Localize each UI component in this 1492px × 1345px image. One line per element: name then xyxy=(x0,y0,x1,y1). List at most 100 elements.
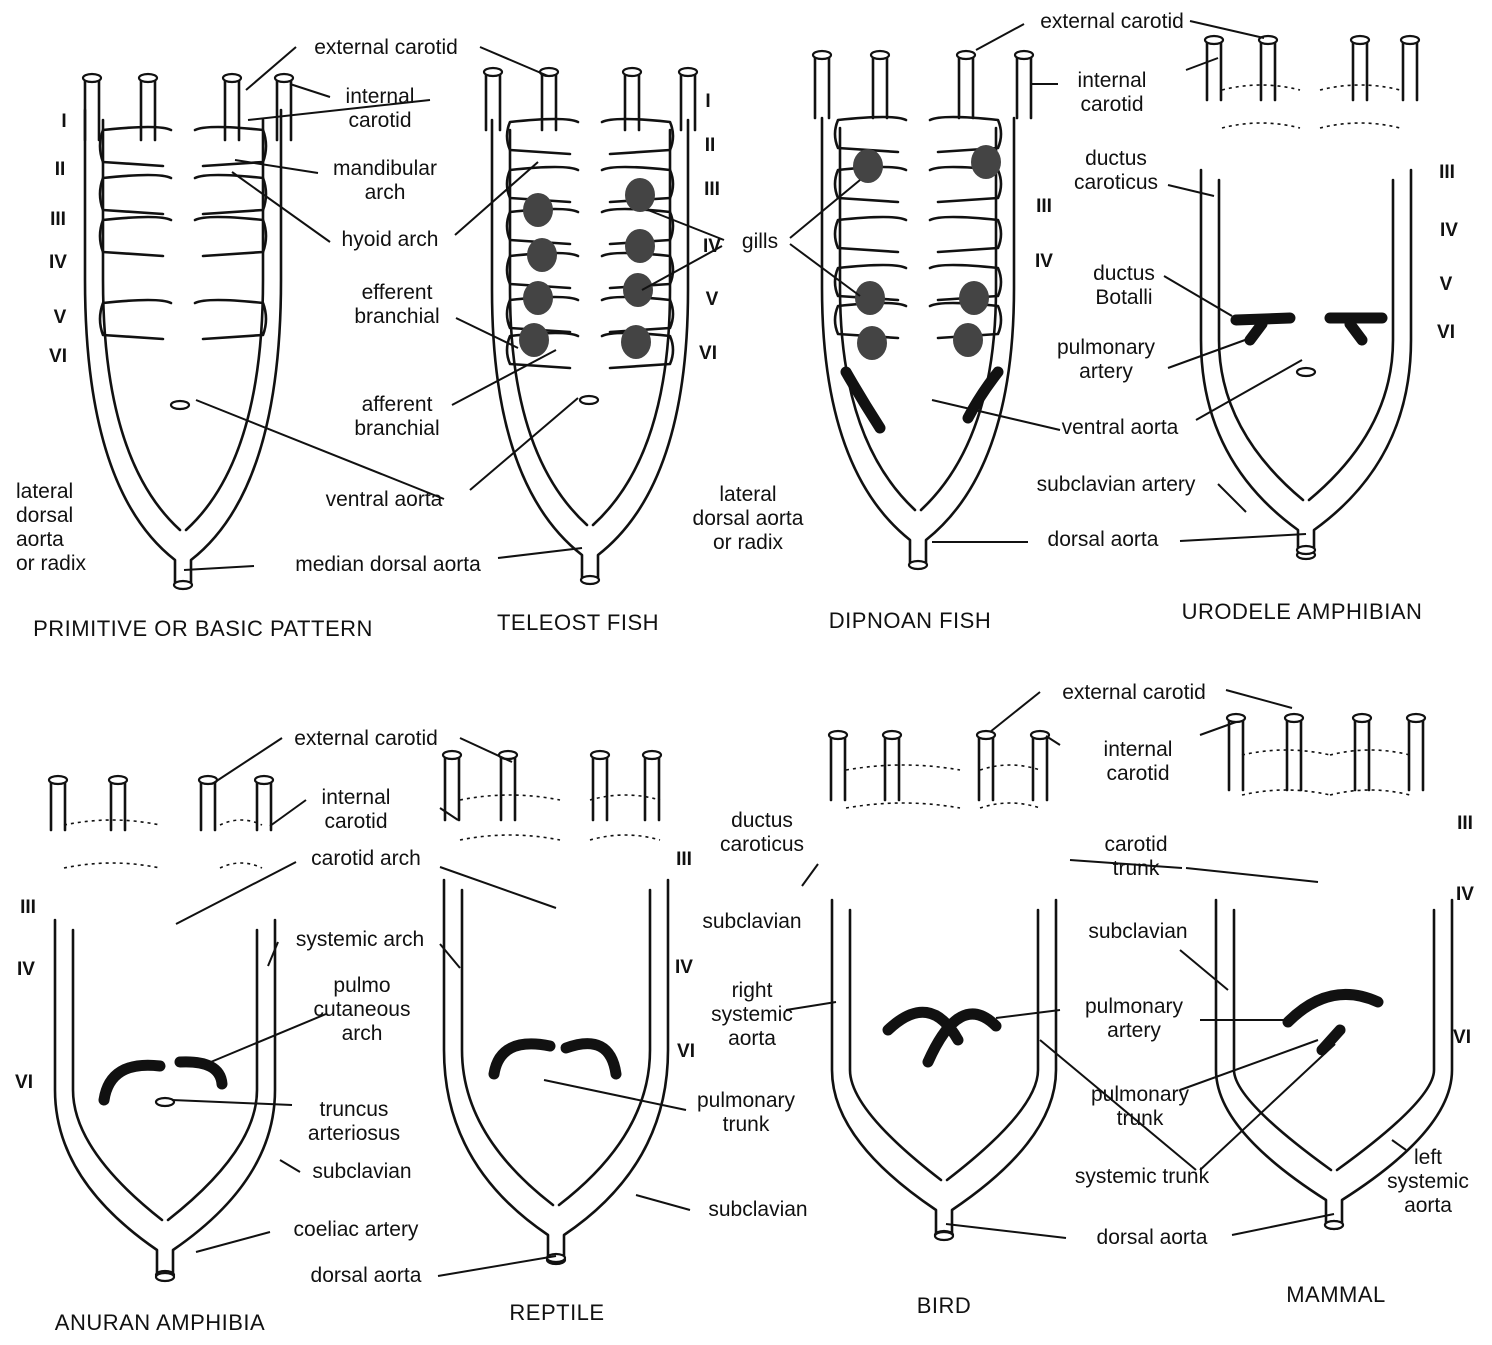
label-afferent-branchial: afferent branchial xyxy=(354,393,439,441)
vessel-cut-end xyxy=(109,776,127,784)
vessel-cut-end xyxy=(679,68,697,76)
label-carotid-trunk: carotid trunk xyxy=(1104,833,1167,881)
arch-numeral: III xyxy=(50,209,66,231)
label-subclavian-artery: subclavian artery xyxy=(1037,473,1196,497)
label-internal-carotid: internal carotid xyxy=(322,786,391,834)
vessel-outline xyxy=(1219,180,1303,500)
vessel-cut-end xyxy=(580,396,598,404)
label-systemic-arch: systemic arch xyxy=(296,928,424,952)
vessel-cut-end xyxy=(813,51,831,59)
vessel-cut-end xyxy=(1205,36,1223,44)
vessel-outline xyxy=(850,910,941,1180)
arch-numeral: IV xyxy=(17,959,35,981)
label-external-carotid: external carotid xyxy=(1040,10,1184,34)
label-subclavian: subclavian xyxy=(702,910,801,934)
vessel-cut-end xyxy=(174,581,192,589)
gill-filament xyxy=(519,323,549,357)
vessel-outline xyxy=(100,127,171,166)
vessel-outline xyxy=(832,900,936,1235)
label-pulmo-cutaneous-arch: pulmo cutaneous arch xyxy=(314,974,411,1046)
gill-filament xyxy=(959,281,989,315)
arch-numeral: II xyxy=(705,135,716,157)
dotted-vessel xyxy=(590,795,660,800)
caption-primitive: PRIMITIVE OR BASIC PATTERN xyxy=(33,616,373,642)
dotted-vessel xyxy=(460,835,560,840)
leader-line xyxy=(1168,185,1214,196)
caption-mammal: MAMMAL xyxy=(1286,1282,1386,1308)
leader-line xyxy=(268,942,278,966)
pulmo-cutaneous-arch xyxy=(104,1065,160,1100)
dotted-vessel xyxy=(64,863,160,868)
vessel-cut-end xyxy=(1227,714,1245,722)
arch-numeral: III xyxy=(676,849,692,871)
label-subclavian: subclavian xyxy=(312,1160,411,1184)
label-left-systemic-aorta: left systemic aorta xyxy=(1387,1146,1469,1218)
vessel-outline xyxy=(930,217,1001,252)
leader-line xyxy=(1186,58,1218,70)
arch-numeral: III xyxy=(704,179,720,201)
leader-line xyxy=(1186,868,1318,882)
vessel-cut-end xyxy=(591,751,609,759)
vessel-cut-end xyxy=(1353,714,1371,722)
pulmonary-artery xyxy=(846,372,880,428)
leader-line xyxy=(184,566,254,570)
arch-numeral: V xyxy=(54,307,67,329)
label-ventral-aorta: ventral aorta xyxy=(326,488,443,512)
label-coeliac-artery: coeliac artery xyxy=(294,1218,419,1242)
vessel-cut-end xyxy=(49,776,67,784)
dotted-vessel xyxy=(590,835,660,840)
leader-line xyxy=(438,1256,556,1276)
arch-numeral: IV xyxy=(1456,884,1474,906)
caption-dipnoan: DIPNOAN FISH xyxy=(829,608,991,634)
arch-numeral: III xyxy=(1036,196,1052,218)
label-systemic-trunk: systemic trunk xyxy=(1075,1165,1209,1189)
vessel-outline xyxy=(191,110,281,585)
label-ventral-aorta: ventral aorta xyxy=(1062,416,1179,440)
arch-numeral: I xyxy=(61,111,66,133)
leader-line xyxy=(1180,534,1306,541)
leader-line xyxy=(452,350,556,405)
vessel-cut-end xyxy=(957,51,975,59)
gill-filament xyxy=(623,273,653,307)
label-lateral-dorsal-aorta: lateral dorsal aorta or radix xyxy=(16,480,86,576)
label-internal-carotid: internal carotid xyxy=(1104,738,1173,786)
vessel-cut-end xyxy=(643,751,661,759)
vessel-outline xyxy=(1337,910,1434,1170)
pulmo-cutaneous-arch xyxy=(180,1062,222,1084)
vessel-cut-end xyxy=(275,74,293,82)
vessel-outline xyxy=(195,217,266,256)
vessel-outline xyxy=(168,930,257,1220)
pulmonary-artery xyxy=(566,1044,616,1074)
vessel-outline xyxy=(195,300,266,339)
leader-line xyxy=(1180,1040,1318,1090)
label-truncus-arteriosus: truncus arteriosus xyxy=(308,1098,400,1146)
vessel-cut-end xyxy=(1031,731,1049,739)
leader-line xyxy=(246,47,296,90)
leader-line xyxy=(996,1010,1060,1018)
arch-numeral: IV xyxy=(703,236,721,258)
leader-line xyxy=(235,160,318,173)
arch-numeral: IV xyxy=(1440,220,1458,242)
caption-urodele: URODELE AMPHIBIAN xyxy=(1182,599,1423,625)
leader-line xyxy=(790,180,860,238)
vessel-cut-end xyxy=(484,68,502,76)
vessel-cut-end xyxy=(829,731,847,739)
pulmonary-artery xyxy=(494,1044,550,1074)
vessel-outline xyxy=(85,110,175,585)
leader-line xyxy=(636,1195,690,1210)
leader-line xyxy=(460,738,512,762)
label-subclavian: subclavian xyxy=(708,1198,807,1222)
caption-bird: BIRD xyxy=(917,1293,972,1319)
gill-filament xyxy=(953,323,983,357)
dotted-vessel xyxy=(1320,123,1400,128)
vessel-outline xyxy=(840,128,915,510)
vessel-cut-end xyxy=(139,74,157,82)
label-mandibular-arch: mandibular arch xyxy=(333,157,437,205)
vessel-cut-end xyxy=(156,1273,174,1281)
arch-numeral: VI xyxy=(677,1041,695,1063)
vessel-cut-end xyxy=(1401,36,1419,44)
vessel-cut-end xyxy=(581,576,599,584)
gill-filament xyxy=(621,325,651,359)
leader-line xyxy=(990,692,1040,732)
